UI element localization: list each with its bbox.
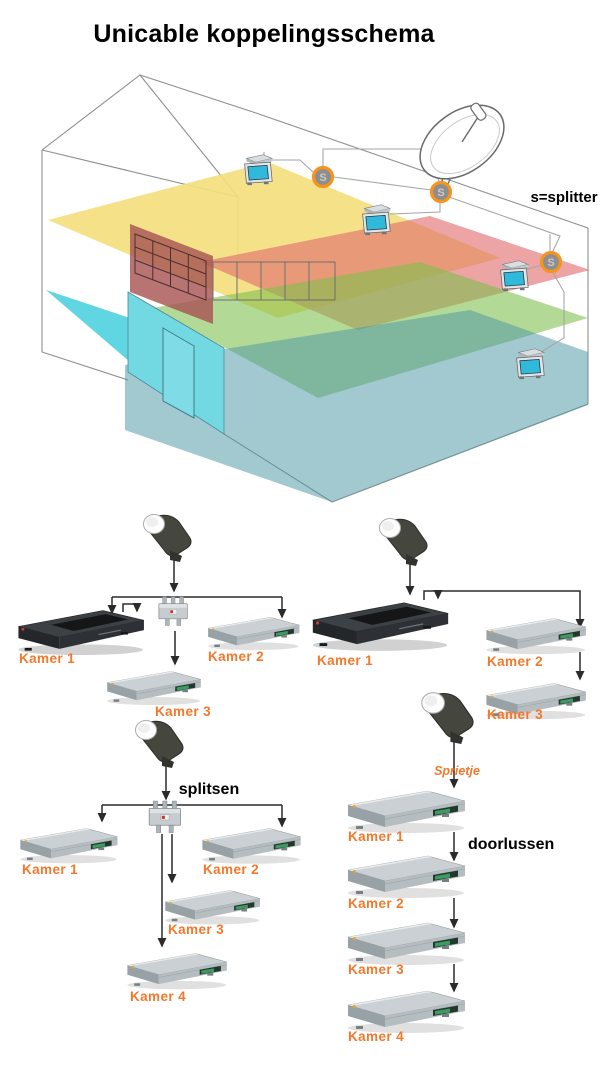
room-label: Kamer 3 [155, 704, 211, 719]
stair-railing [212, 261, 336, 301]
room-label: Kamer 2 [208, 649, 264, 664]
room-label: Kamer 1 [348, 829, 404, 844]
receiver-silver-room4 [347, 990, 466, 1034]
room-label: Kamer 3 [168, 922, 224, 937]
satellite-dish-icon [419, 102, 505, 187]
receiver-silver-room4 [126, 953, 228, 990]
splitter-device-icon [158, 596, 188, 626]
room-label: Kamer 1 [22, 862, 78, 877]
caption-doorlussen: doorlussen [468, 836, 554, 853]
receiver-silver-room3 [164, 890, 261, 925]
room-label: Kamer 3 [348, 962, 404, 977]
receiver-silver-room1 [19, 828, 118, 864]
diagram-top-right: Kamer 1 Kamer 2 Kamer 3 [312, 518, 587, 722]
receiver-silver-room3 [347, 922, 466, 966]
splitter-badge-2: S [429, 180, 453, 204]
splitter-badge-1: S [311, 165, 335, 189]
page-title: Unicable koppelingsschema [93, 20, 435, 48]
room-label: Kamer 3 [487, 707, 543, 722]
lnb-icon [135, 720, 184, 769]
tv-first-floor-icon [500, 260, 529, 292]
room-label: Kamer 2 [348, 896, 404, 911]
floor-ground-teal [125, 310, 588, 502]
lnb-icon [379, 518, 428, 567]
room-label: Kamer 4 [348, 1029, 404, 1044]
room-label: Kamer 1 [317, 653, 373, 668]
caption-splitsen: splitsen [179, 781, 239, 798]
splitter-device-icon [148, 800, 182, 834]
receiver-silver-room2 [485, 618, 587, 655]
diagram-bottom-left: splitsen Kamer 1 Kamer 2 Kamer 3 Kamer 4 [19, 720, 302, 1004]
lnb-icon [143, 514, 192, 563]
diagram-bottom-right: Sprietje doorlussen Kamer 1 Kamer 2 Kame… [347, 692, 554, 1044]
ground-slab-edge [46, 290, 130, 362]
room-label: Kamer 2 [203, 862, 259, 877]
receiver-silver-room1 [347, 790, 466, 834]
tv-second-floor-icon [362, 204, 391, 236]
receiver-black-room1 [312, 602, 449, 652]
splitter-legend: s=splitter [530, 189, 597, 206]
receiver-silver-room2 [201, 828, 302, 865]
splitter-badge-3: S [539, 250, 563, 274]
house-illustration: S S S s=splitter [41, 74, 598, 503]
diagram-top-left: Kamer 1 Kamer 2 Kamer 3 [17, 514, 300, 719]
receiver-silver-room3 [106, 671, 202, 706]
lnb-label-sprietje: Sprietje [434, 764, 480, 778]
tv-ground-floor-icon [516, 348, 545, 380]
cabling [405, 564, 585, 681]
splitter-badge-letter: S [437, 187, 444, 199]
tv-attic-icon [244, 154, 273, 186]
front-door [162, 327, 195, 419]
splitter-badge-letter: S [319, 172, 326, 184]
splitter-badge-letter: S [547, 257, 554, 269]
receiver-silver-room2 [207, 616, 300, 651]
cabling [97, 766, 287, 948]
cabling [107, 556, 287, 666]
receiver-silver-room2 [347, 855, 466, 899]
room-label: Kamer 4 [130, 989, 186, 1004]
stairwell-wall [130, 224, 213, 324]
room-label: Kamer 2 [487, 654, 543, 669]
room-label: Kamer 1 [19, 651, 75, 666]
receiver-black-room1 [17, 609, 145, 656]
lnb-icon [421, 692, 474, 745]
